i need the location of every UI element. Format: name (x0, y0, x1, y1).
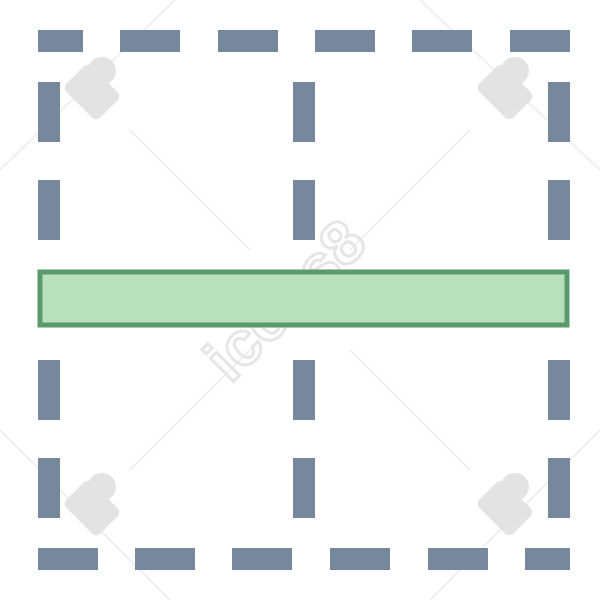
dash-right-2 (548, 180, 570, 240)
dash-left-4 (38, 458, 60, 518)
dash-bottom-5 (428, 548, 488, 570)
dash-left-2 (38, 180, 60, 240)
dash-top-4 (315, 30, 375, 52)
dash-bottom-4 (330, 548, 390, 570)
dash-top-6 (510, 30, 570, 52)
dash-middle-4 (293, 458, 315, 518)
dash-top-2 (120, 30, 180, 52)
dash-bottom-3 (232, 548, 292, 570)
dash-top-3 (218, 30, 278, 52)
dash-middle-1 (293, 82, 315, 142)
dash-bottom-1 (38, 548, 98, 570)
horizontal-border-bar (37, 269, 570, 328)
dash-middle-2 (293, 180, 315, 240)
watermark-logos (64, 56, 533, 536)
dashed-grid (38, 30, 570, 570)
dash-top-5 (412, 30, 472, 52)
dash-left-3 (38, 360, 60, 420)
dash-top-1 (38, 30, 83, 52)
dash-right-1 (548, 82, 570, 142)
dash-bottom-6 (525, 548, 570, 570)
dash-left-1 (38, 82, 60, 142)
dash-right-3 (548, 360, 570, 420)
dash-bottom-2 (135, 548, 195, 570)
dash-right-4 (548, 458, 570, 518)
dash-middle-3 (293, 360, 315, 420)
